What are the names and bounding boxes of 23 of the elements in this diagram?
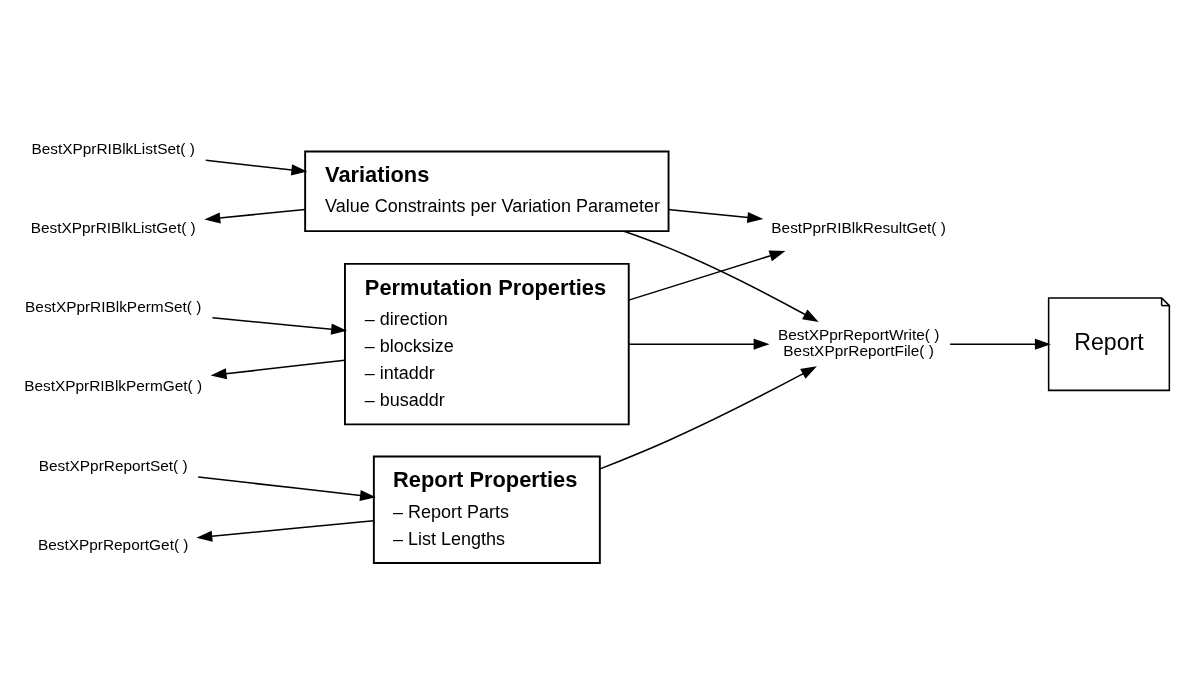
- node-text: BestXPprRIBlkPermGet( ): [24, 376, 203, 393]
- arrow: [196, 519, 375, 542]
- node-box: Report Properties – Report Parts – List Lengths: [372, 455, 601, 564]
- arrow: [599, 365, 817, 470]
- node-text: BestXPprReportGet( ): [37, 535, 189, 553]
- node-text: BestXPprRIBlkListSet( ): [31, 139, 195, 157]
- arrow: [628, 338, 770, 350]
- arrow: [623, 229, 819, 322]
- arrow: [210, 358, 346, 379]
- arrow: [211, 316, 348, 335]
- arrow: [949, 338, 1051, 350]
- node-text: BestXPprReportSet( ): [38, 456, 188, 474]
- node-box: Variations Value Constraints per Variation Parameter: [304, 150, 670, 232]
- node-text: BestXPprReportWrite( ) BestXPprReportFile( ): [777, 325, 940, 359]
- node-box: Permutation Properties – direction – blocksize – intaddr – busaddr: [344, 262, 630, 425]
- node-text: BestXPprRIBlkPermSet( ): [25, 297, 202, 315]
- arrow: [204, 159, 308, 175]
- node-text: BestPprRIBlkResultGet( ): [771, 218, 946, 236]
- arrow: [204, 208, 306, 224]
- node-text: BestXPprRIBlkListGet( ): [30, 218, 196, 236]
- arrow: [668, 208, 764, 223]
- arrow: [628, 250, 786, 301]
- arrow: [197, 475, 376, 501]
